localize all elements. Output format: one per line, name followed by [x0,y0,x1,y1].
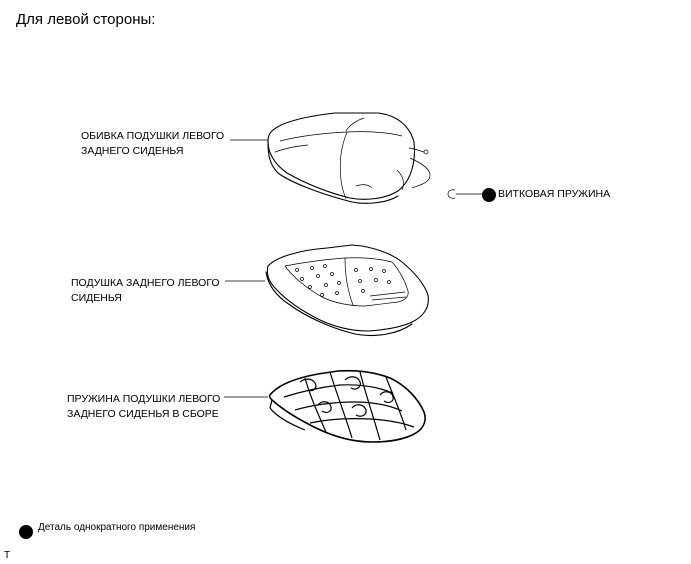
legend-non-reusable-marker [19,525,33,539]
non-reusable-part-marker [482,188,496,202]
coil-spring-icon [448,190,455,199]
seat-cushion-pad-icon [266,245,428,336]
pad-holes [296,265,391,297]
seat-cushion-cover-icon [268,113,430,203]
seat-spring-frame-icon [270,371,426,442]
leader-lines [224,140,484,397]
